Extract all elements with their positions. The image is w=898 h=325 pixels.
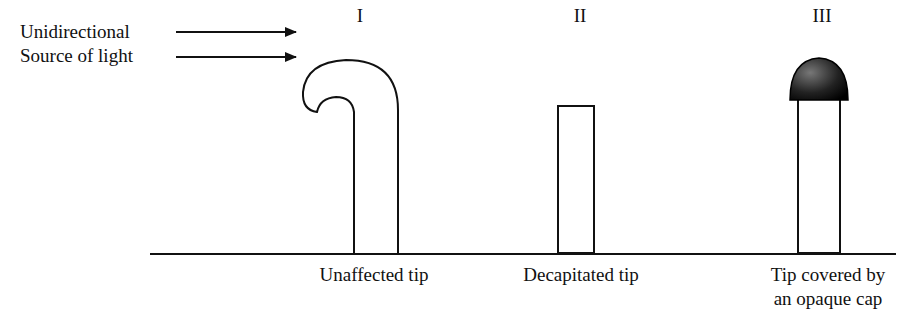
light-arrow [176, 31, 296, 33]
ground-line [150, 253, 896, 255]
shoot-numeral: II [560, 4, 600, 28]
opaque-cap [790, 58, 848, 100]
shoot-numeral: III [797, 4, 847, 28]
decapitated-coleoptile [558, 106, 594, 253]
light-source-label: Unidirectional Source of light [20, 20, 170, 68]
bent-coleoptile [303, 60, 398, 253]
shoot-caption: Tip covered by an opaque cap [762, 263, 894, 311]
covered-coleoptile [798, 96, 840, 253]
shoot-caption: Unaffected tip [318, 263, 430, 287]
shoot-caption: Decapitated tip [520, 263, 642, 287]
light-arrow [176, 56, 296, 58]
shoot-numeral: I [345, 4, 375, 28]
